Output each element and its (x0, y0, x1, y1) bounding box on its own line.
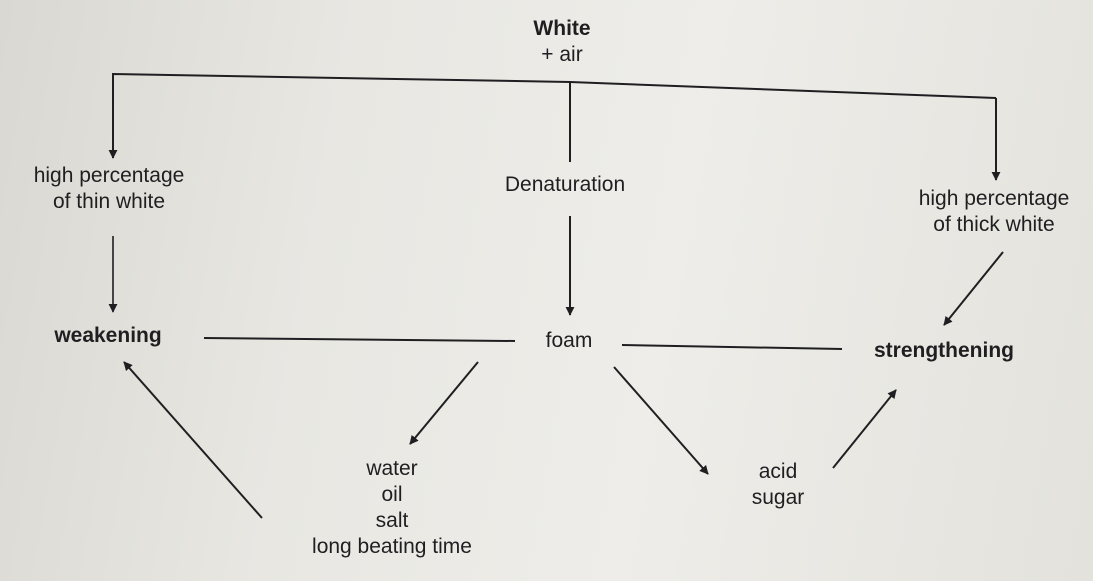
factor-water: water (366, 457, 418, 480)
node-thin-white: high percentage of thin white (34, 163, 185, 215)
node-white-label: White (533, 17, 591, 40)
line-foam-strengthening (621, 344, 843, 350)
node-denaturation: Denaturation (504, 173, 626, 196)
node-weakening-factors: water oil salt long beating time (312, 456, 472, 560)
factor-sugar: sugar (751, 486, 805, 509)
node-thin-white-line2: of thin white (52, 190, 166, 213)
node-strengthening: strengthening (874, 339, 1014, 362)
arrow-foam-to-acid-group (613, 366, 709, 475)
node-thin-white-line1: high percentage (33, 164, 185, 187)
node-thick-white: high percentage of thick white (919, 186, 1070, 238)
factor-long-beating-time: long beating time (312, 535, 472, 558)
node-thick-white-line2: of thick white (933, 213, 1055, 236)
node-foam: foam (545, 329, 593, 352)
node-strengthening-factors: acid sugar (752, 459, 805, 511)
node-white-air: White + air (533, 16, 590, 68)
node-air-label: + air (541, 43, 583, 66)
arrow-foam-to-water-group (409, 361, 479, 445)
arrow-factors-to-strengthening (832, 389, 897, 469)
node-thick-white-line1: high percentage (918, 187, 1070, 210)
arrow-thick-white-to-strengthening (943, 251, 1004, 326)
top-bracket-line (112, 72, 997, 146)
line-weakening-foam (203, 337, 516, 342)
factor-acid: acid (758, 460, 798, 483)
factor-oil: oil (381, 483, 403, 506)
node-weakening: weakening (54, 324, 162, 347)
arrow-factors-to-weakening (123, 361, 263, 519)
factor-salt: salt (375, 509, 409, 532)
